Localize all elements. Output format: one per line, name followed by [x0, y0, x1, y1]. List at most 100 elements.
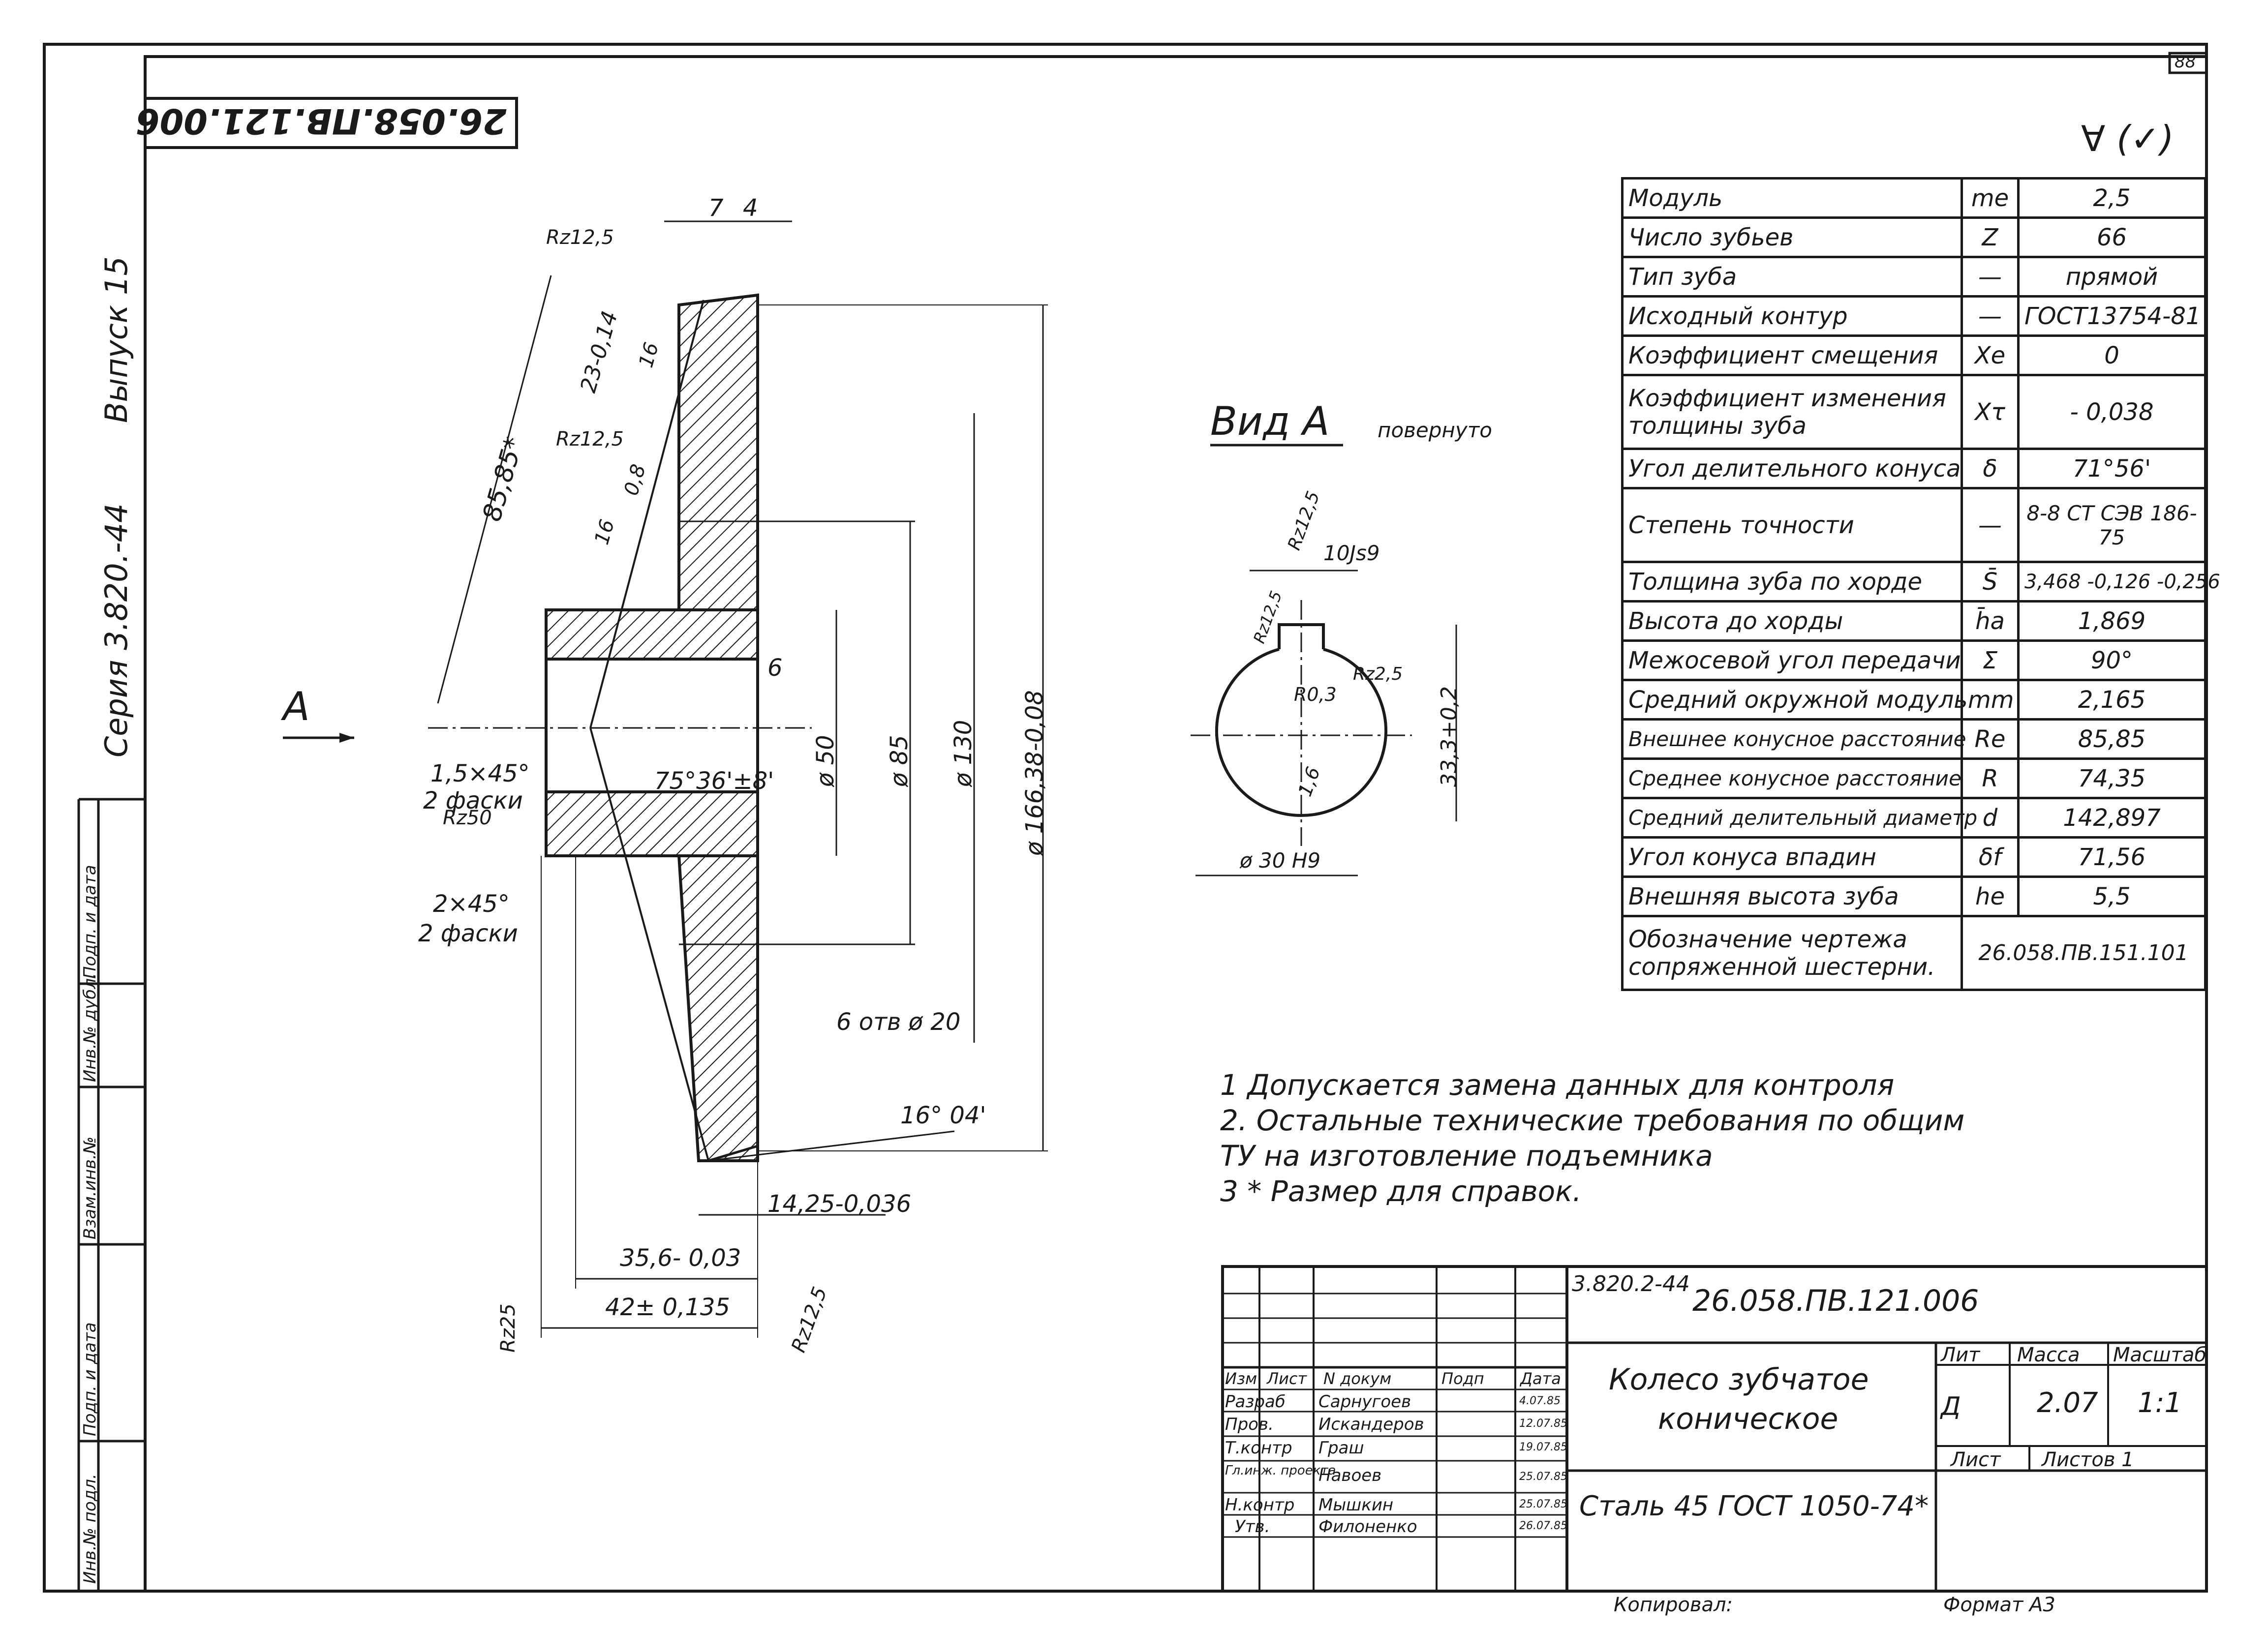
title-sheet-label: Лист — [1951, 1448, 2001, 1471]
title-name-1: Колесо зубчатое — [1609, 1362, 1869, 1397]
param-value: 74,35 — [2017, 757, 2207, 799]
dim-6: 6 — [767, 654, 783, 682]
param-name: Коэффициент изменения толщины зуба — [1621, 374, 1963, 450]
title-lit-label: Лит — [1941, 1344, 1980, 1366]
param-value: 1,869 — [2017, 600, 2207, 642]
param-name: Число зубьев — [1621, 216, 1963, 258]
tb-head: N докум — [1323, 1369, 1392, 1388]
technical-notes: 1 Допускается замена данных для контроля… — [1220, 1067, 1964, 1209]
tb-head: Дата — [1520, 1369, 1561, 1388]
param-name: Степень точности — [1621, 487, 1963, 563]
param-name: Внешняя высота зуба — [1621, 875, 1963, 917]
param-name: Средний окружной модуль — [1621, 679, 1968, 721]
param-name: Среднее конусное расстояние — [1621, 757, 1963, 799]
dim-holes: 6 отв ø 20 — [836, 1008, 961, 1036]
dim-42: 42± 0,135 — [605, 1294, 730, 1321]
param-name: Толщина зуба по хорде — [1621, 561, 1963, 603]
tb-person: Сарнугоев — [1318, 1392, 1411, 1412]
param-value: 2,165 — [2017, 679, 2207, 721]
param-name: Обозначение чертежа сопряженной шестерни… — [1621, 915, 1963, 991]
param-value: 3,468 -0,126 -0,256 — [2017, 561, 2220, 603]
param-name: Модуль — [1621, 177, 1963, 219]
dim-dia-130: ø 130 — [950, 720, 977, 787]
param-name: Коэффициент смещения — [1621, 334, 1963, 376]
param-symbol: R — [1961, 757, 2020, 799]
side-stamp-inv-dubl: Инв.№ дубл. — [80, 973, 100, 1082]
tb-head: Изм — [1225, 1369, 1257, 1388]
dim-chamfer-2: 2×45° — [433, 890, 510, 918]
sheet-number: 88 — [2175, 52, 2196, 72]
tb-role: Н.контр — [1225, 1495, 1295, 1515]
view-a-keyway: 10Js9 — [1323, 541, 1380, 565]
tb-person: Искандеров — [1318, 1415, 1424, 1434]
param-symbol: — — [1961, 487, 2020, 563]
title-scale-label: Масштаб — [2113, 1344, 2207, 1366]
param-symbol: S̄ — [1961, 561, 2020, 603]
title-mass: 2.07 — [2037, 1387, 2098, 1419]
param-symbol: — — [1961, 256, 2020, 298]
roughness-label: Rz50 — [443, 807, 492, 829]
param-name: Внешнее конусное расстояние — [1621, 718, 1966, 760]
roughness-general: ∀ (✓) — [2081, 118, 2174, 159]
title-code: 26.058.ПВ.121.006 — [1692, 1284, 1979, 1318]
tb-person: Филоненко — [1318, 1517, 1417, 1537]
param-symbol: mm — [1961, 679, 2020, 721]
dim-angle-75: 75°36'±8' — [654, 767, 774, 795]
view-a-arrow-label: A — [283, 684, 310, 729]
title-lit: Д — [1941, 1392, 1961, 1421]
param-row: Степень точности—8-8 СТ СЭВ 186-75 — [1621, 487, 2207, 563]
tb-role: Пров. — [1225, 1415, 1274, 1434]
param-symbol: — — [1961, 295, 2020, 337]
view-a-title: Вид А — [1210, 398, 1330, 444]
title-name-2: коническое — [1658, 1402, 1839, 1436]
param-symbol: δf — [1961, 836, 2020, 878]
param-value: 26.058.ПВ.151.101 — [1961, 915, 2207, 991]
dim-angle-16-04: 16° 04' — [900, 1102, 986, 1129]
title-sheets-label: Листов 1 — [2042, 1448, 2134, 1471]
param-symbol: Re — [1961, 718, 2020, 760]
param-value: 71°56' — [2017, 448, 2207, 489]
param-symbol: h̄a — [1961, 600, 2020, 642]
dim-dia-50: ø 50 — [812, 735, 839, 787]
param-value: 5,5 — [2017, 875, 2207, 917]
view-a-note: повернуто — [1378, 418, 1492, 442]
roughness-label: Rz12,5 — [546, 226, 614, 249]
tb-date: 4.07.85 — [1519, 1395, 1561, 1407]
dim-chamfer-1-note: 2 фаски — [423, 787, 523, 814]
param-symbol: he — [1961, 875, 2020, 917]
view-a-bore: ø 30 H9 — [1240, 848, 1321, 873]
param-value: 8-8 СТ СЭВ 186-75 — [2017, 487, 2207, 563]
dim-dia-85: ø 85 — [886, 735, 913, 787]
tb-person: Навоев — [1318, 1466, 1382, 1485]
param-value: 85,85 — [2017, 718, 2207, 760]
tb-person: Граш — [1318, 1438, 1364, 1458]
param-value: 71,56 — [2017, 836, 2207, 878]
tb-person: Мышкин — [1318, 1495, 1394, 1515]
tb-date: 25.07.85 — [1519, 1498, 1567, 1510]
view-a-height: 33,3+0,2 — [1437, 686, 1462, 787]
param-symbol: Z — [1961, 216, 2020, 258]
note-line: 3 * Размер для справок. — [1220, 1175, 1582, 1208]
tb-head: Подп — [1441, 1369, 1484, 1388]
param-row: Исходный контур—ГОСТ13754-81 — [1621, 295, 2207, 337]
title-material: Сталь 45 ГОСТ 1050-74* — [1579, 1490, 1929, 1522]
tb-role: Разраб — [1225, 1392, 1286, 1412]
param-row: Обозначение чертежа сопряженной шестерни… — [1621, 915, 2207, 991]
param-name: Межосевой угол передачи — [1621, 639, 1963, 681]
side-series: Серия 3.820.-44 — [98, 503, 134, 757]
tb-head: Лист — [1267, 1369, 1307, 1388]
title-series: 3.820.2-44 — [1572, 1271, 1690, 1296]
dim-14-25: 14,25-0,036 — [767, 1190, 912, 1218]
param-row: Тип зуба—прямой — [1621, 256, 2207, 298]
tb-date: 19.07.85 — [1519, 1441, 1567, 1453]
param-name: Средний делительный диаметр — [1621, 797, 1977, 839]
